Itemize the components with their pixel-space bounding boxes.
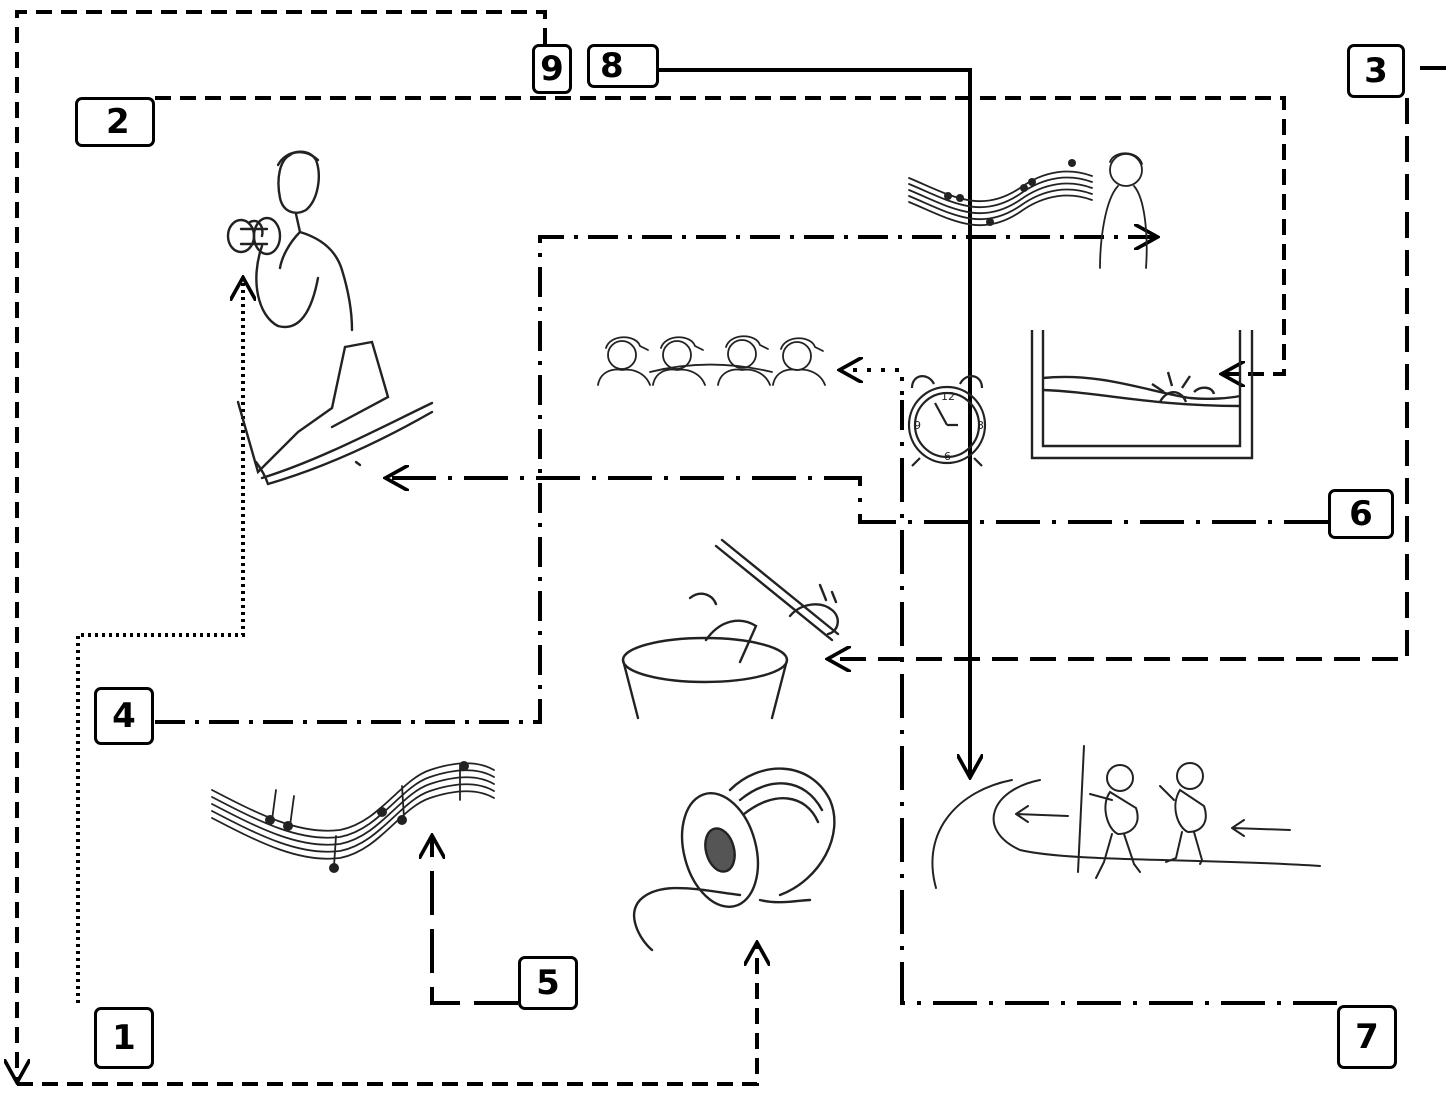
label-box-9: 9	[532, 44, 572, 94]
connector-dotted	[76, 280, 243, 1003]
window-sunrise-icon	[1030, 330, 1254, 460]
connector-9	[17, 10, 547, 1080]
clock-number-12: 12	[941, 390, 955, 403]
label-box-6: 6	[1328, 489, 1394, 539]
connector-2	[155, 96, 1286, 374]
connector-8	[659, 68, 970, 775]
label-box-5: 5	[518, 956, 578, 1010]
connector-3	[830, 66, 1455, 659]
music-staff-notes	[265, 761, 469, 873]
connector-7	[900, 400, 1337, 1005]
connector-4	[155, 237, 1155, 724]
singing-boy-notes	[944, 159, 1076, 226]
label-box-7: 7	[1337, 1005, 1397, 1069]
connector-1	[17, 945, 757, 1086]
alarm-clock-icon	[907, 375, 987, 467]
connector-7-end	[842, 370, 904, 395]
thread-spool-icon	[633, 767, 836, 952]
label-box-3: 3	[1347, 44, 1405, 98]
label-box-2: 2	[75, 97, 155, 147]
sleeve-icon	[236, 340, 434, 486]
drum-icon	[621, 538, 840, 720]
clock-number-3: 3	[977, 419, 984, 432]
clock-number-9: 9	[914, 419, 921, 432]
label-box-8: 8	[587, 44, 659, 88]
hikers-walking-icon	[931, 745, 1321, 889]
man-with-dumbbell-icon	[226, 150, 354, 332]
music-staff-icon	[211, 762, 495, 867]
singing-boy-icon	[908, 152, 1148, 269]
label-box-4: 4	[94, 687, 154, 745]
clock-number-6: 6	[944, 450, 951, 463]
connector-6	[388, 478, 1328, 524]
label-box-1: 1	[94, 1007, 154, 1069]
connector-5	[432, 838, 518, 1005]
group-of-boys-icon	[597, 335, 826, 386]
